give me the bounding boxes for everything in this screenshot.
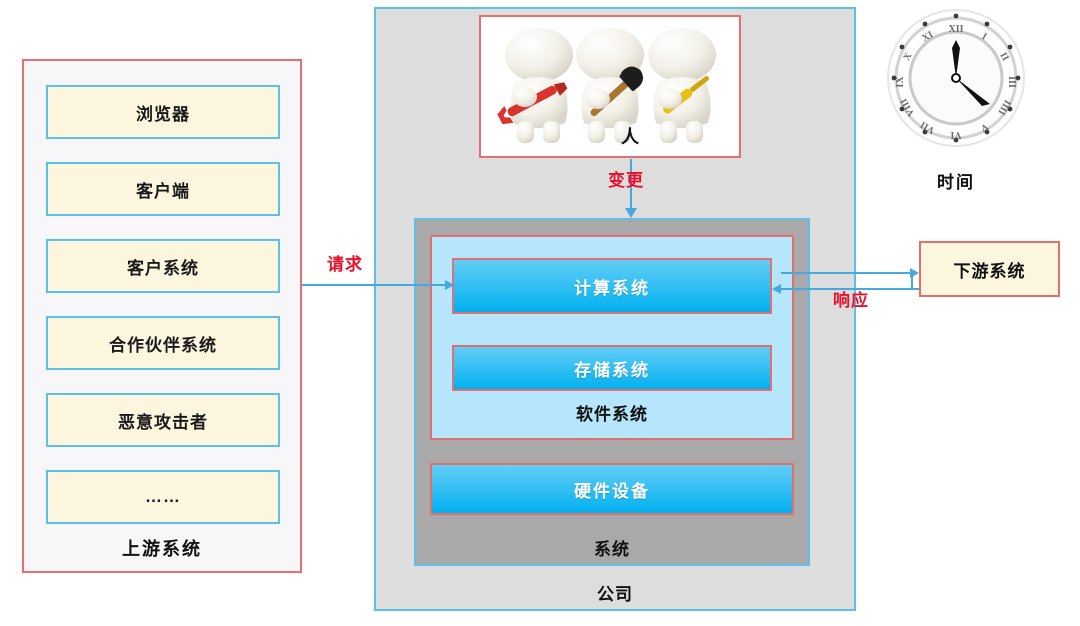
svg-text:XI: XI (920, 29, 935, 44)
upstream-item-customer-system[interactable]: 客户系统 (46, 239, 280, 293)
downstream-system-box[interactable]: 下游系统 (919, 241, 1060, 297)
change-arrow-line (630, 159, 632, 211)
storage-system-box[interactable]: 存储系统 (452, 345, 772, 391)
compute-system-label: 计算系统 (574, 278, 650, 298)
upstream-item-ellipsis[interactable]: …… (46, 470, 280, 524)
request-flow-label: 请求 (327, 255, 363, 274)
software-system-label: 软件系统 (576, 405, 648, 424)
response-riser (911, 272, 913, 289)
change-arrow-head (625, 208, 637, 218)
upstream-item-label: 恶意攻击者 (118, 412, 208, 432)
upstream-item-label: 客户系统 (127, 258, 199, 278)
response-flow-label: 响应 (833, 291, 869, 310)
clock-minute-hand (956, 78, 990, 106)
company-group-label: 公司 (597, 585, 633, 604)
request-arrow-line (302, 284, 448, 286)
hardware-device-box[interactable]: 硬件设备 (430, 463, 794, 515)
svg-text:IX: IX (895, 76, 906, 88)
clock-face-icon: XII I II III IIII V VI VII VIII IX X XI (887, 9, 1025, 147)
upstream-item-label: 浏览器 (136, 104, 190, 124)
response-arrow-line-in (781, 288, 921, 290)
svg-text:I: I (980, 31, 989, 43)
time-label: 时间 (937, 173, 975, 192)
svg-text:XII: XII (948, 24, 963, 35)
change-flow-label: 变更 (608, 171, 644, 190)
hardware-device-label: 硬件设备 (574, 481, 650, 501)
downstream-system-label: 下游系统 (953, 261, 1026, 281)
upstream-item-label: 合作伙伴系统 (109, 335, 217, 355)
compute-system-box[interactable]: 计算系统 (452, 258, 772, 314)
response-arrow-head-out (910, 268, 919, 278)
svg-text:III: III (1006, 76, 1017, 88)
upstream-item-client[interactable]: 客户端 (46, 162, 280, 216)
storage-system-label: 存储系统 (574, 360, 650, 380)
three-people-with-tools-image (481, 17, 739, 156)
people-caption: 人 (621, 127, 639, 147)
response-arrow-line-out (781, 272, 912, 274)
request-arrow-head (445, 280, 454, 290)
response-arrow-head-in (772, 284, 781, 294)
clock-hour-hand (952, 40, 960, 78)
upstream-item-browser[interactable]: 浏览器 (46, 85, 280, 139)
upstream-item-label: …… (145, 487, 181, 506)
upstream-item-label: 客户端 (136, 181, 190, 201)
clock-illustration: XII I II III IIII V VI VII VIII IX X XI (886, 8, 1026, 148)
svg-text:VI: VI (950, 129, 961, 140)
upstream-systems-group: 浏览器 客户端 客户系统 合作伙伴系统 恶意攻击者 …… 上游系统 (22, 59, 302, 573)
upstream-item-partner-system[interactable]: 合作伙伴系统 (46, 316, 280, 370)
people-image-box (479, 15, 741, 158)
system-group-label: 系统 (594, 540, 630, 559)
upstream-item-malicious-attacker[interactable]: 恶意攻击者 (46, 393, 280, 447)
upstream-group-label: 上游系统 (122, 539, 202, 559)
